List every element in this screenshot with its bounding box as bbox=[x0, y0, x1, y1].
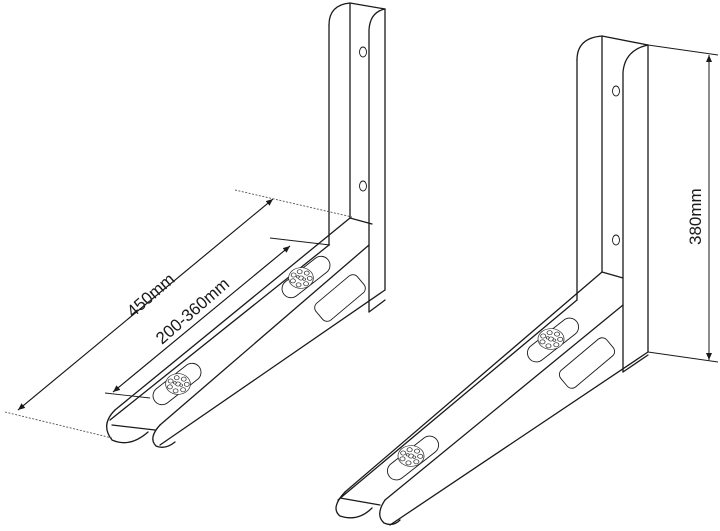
mount-hole-icon bbox=[359, 180, 367, 192]
right-bracket: 380mm bbox=[335, 35, 719, 526]
mount-hole-icon bbox=[359, 46, 367, 58]
dimension-label-height: 380mm bbox=[686, 188, 705, 245]
left-bracket: 450mm 200-360mm bbox=[4, 2, 386, 448]
mount-hole-icon bbox=[612, 234, 620, 246]
rubber-pad-icon bbox=[286, 265, 316, 291]
dimension-label-length: 450mm bbox=[123, 269, 178, 321]
rubber-pad-icon bbox=[163, 371, 193, 397]
mount-hole-icon bbox=[612, 85, 620, 97]
